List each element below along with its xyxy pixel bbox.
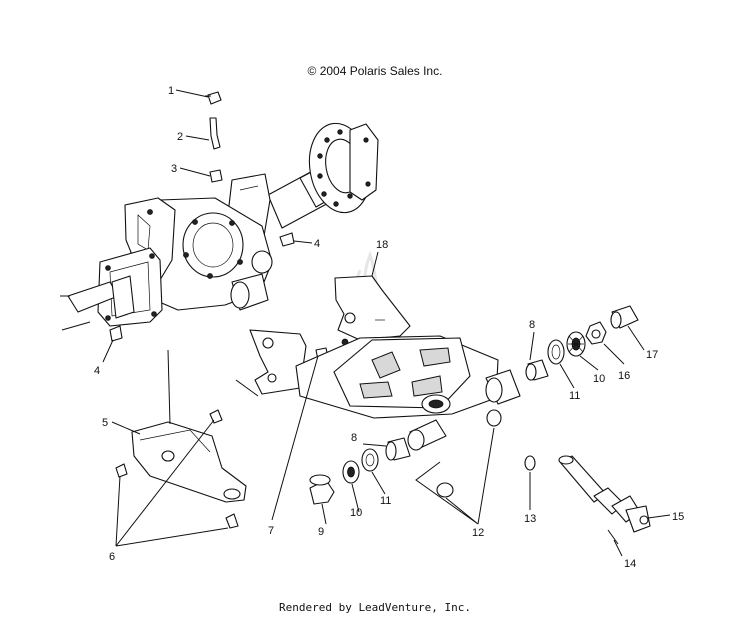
callout-18: 18	[376, 239, 388, 251]
callout-17: 17	[646, 349, 658, 361]
callout-4-lower: 4	[94, 365, 100, 377]
callout-8-lower: 8	[351, 432, 357, 444]
leader-lines	[102, 89, 671, 557]
callout-labels: 1 2 3 4 4 5 6 7 8 8 9 10 10 11 11 12 13 …	[94, 85, 684, 570]
skid-plate	[115, 409, 247, 529]
callout-10-upper: 10	[593, 373, 605, 385]
callout-6: 6	[109, 551, 115, 563]
callout-13: 13	[524, 513, 536, 525]
callout-7: 7	[268, 525, 274, 537]
callout-12: 12	[472, 527, 484, 539]
callout-16: 16	[618, 370, 630, 382]
callout-3: 3	[171, 163, 177, 175]
differential-housing	[60, 197, 273, 331]
vent-fitting-hose-clip	[205, 91, 223, 183]
callout-5: 5	[102, 417, 108, 429]
bushings-and-bearings	[309, 305, 639, 505]
axle-tube-and-brake-disc	[227, 122, 379, 253]
drive-shaft-assembly	[558, 455, 651, 545]
callout-8-upper: 8	[529, 319, 535, 331]
callout-15: 15	[672, 511, 684, 523]
callout-9: 9	[318, 526, 324, 538]
callout-2: 2	[177, 131, 183, 143]
callout-11-lower: 11	[380, 495, 391, 507]
callout-11-upper: 11	[569, 390, 580, 402]
copyright-notice: © 2004 Polaris Sales Inc.	[307, 64, 443, 78]
callout-10-lower: 10	[350, 507, 362, 519]
callout-4-upper: 4	[314, 238, 320, 250]
callout-14: 14	[624, 558, 636, 570]
callout-1: 1	[168, 85, 174, 97]
swing-arm-frame	[249, 275, 521, 451]
rendered-by-notice: Rendered by LeadVenture, Inc.	[278, 601, 472, 614]
